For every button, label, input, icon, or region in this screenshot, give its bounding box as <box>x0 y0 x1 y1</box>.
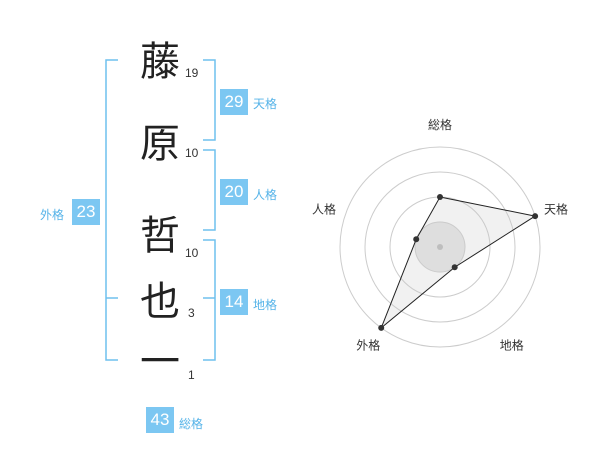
chikaku-bracket <box>203 239 216 361</box>
radar-rings <box>339 146 541 348</box>
radar-point-2 <box>451 264 458 271</box>
name-char-4: 也 <box>140 279 180 325</box>
name-char-5: 一 <box>140 339 180 385</box>
gaikaku-label: 外格 <box>40 208 65 222</box>
radar-axis-label-4: 人格 <box>312 201 336 216</box>
radar-point-4 <box>413 236 420 243</box>
tenkaku-value-box: 29 <box>220 89 248 115</box>
radar-point-0 <box>437 194 443 200</box>
tenkaku-bracket <box>203 59 216 141</box>
chikaku-value-box: 14 <box>220 289 248 315</box>
radar-axis-label-2: 地格 <box>500 338 524 353</box>
radar-axis-label-1: 天格 <box>544 201 568 216</box>
name-char-3: 哲 <box>140 213 180 259</box>
radar-axis-label-0: 総格 <box>428 117 452 132</box>
name-char-2: 原 <box>140 121 180 167</box>
stroke-count-2: 10 <box>185 146 199 160</box>
tenkaku-label: 天格 <box>253 97 278 111</box>
radar-data-polygon <box>380 196 537 329</box>
soukaku-label: 総格 <box>179 417 204 431</box>
radar-points <box>378 194 539 331</box>
radar-ring-4 <box>339 146 541 348</box>
jinkaku-bracket <box>203 149 216 231</box>
stroke-count-5: 1 <box>188 368 195 382</box>
stroke-count-3: 10 <box>185 246 199 260</box>
gaikaku-bracket <box>105 59 118 361</box>
radar-ring-3 <box>364 171 516 323</box>
radar-point-3 <box>378 324 385 331</box>
name-char-1: 藤 <box>140 39 180 85</box>
gaikaku-value-box: 23 <box>72 199 100 225</box>
radar-center <box>437 244 443 250</box>
stroke-count-1: 19 <box>185 66 199 80</box>
jinkaku-label: 人格 <box>253 188 278 202</box>
radar-point-1 <box>532 213 539 220</box>
soukaku-value-box: 43 <box>146 407 174 433</box>
radar-axis-label-3: 外格 <box>356 338 380 353</box>
jinkaku-value-box: 20 <box>220 179 248 205</box>
chikaku-label: 地格 <box>253 298 278 312</box>
stroke-count-4: 3 <box>188 306 195 320</box>
